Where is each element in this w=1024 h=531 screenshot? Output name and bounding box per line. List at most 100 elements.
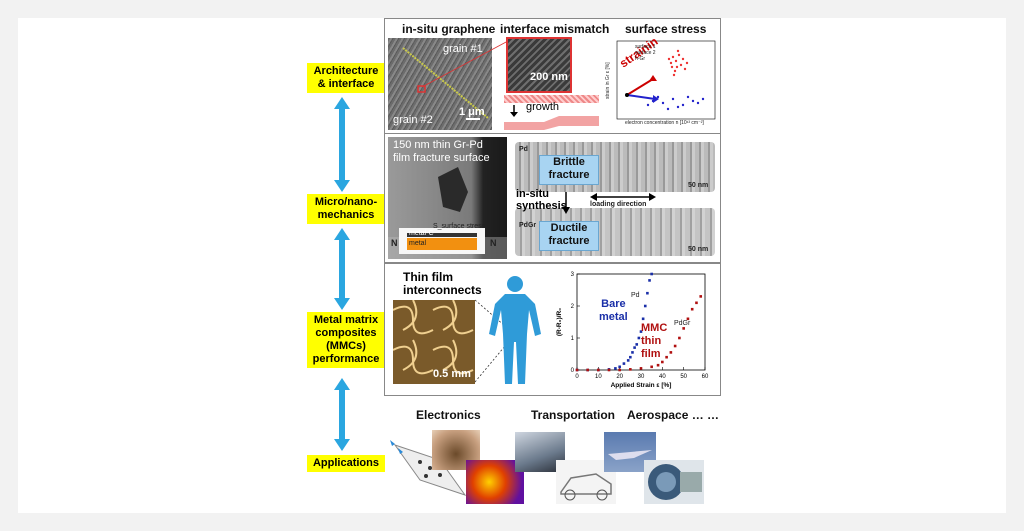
metal-label: metal [409, 240, 427, 247]
jet-engine-image [644, 460, 704, 504]
pdgr-label: PdGr [519, 222, 537, 229]
growth-diagram-bottom [504, 116, 599, 130]
x-axis-label: Applied Strain ε [%] [611, 382, 672, 389]
x-tick-label: 60 [702, 374, 709, 380]
scale-200nm: 200 nm [530, 71, 568, 83]
data-point-pdgr [686, 317, 690, 321]
data-point-pd [641, 317, 645, 321]
synthesis-arrow-icon [562, 192, 570, 214]
graphene-sem-image [388, 38, 492, 130]
mmc-film-label: MMC thin film [641, 322, 668, 360]
title-interface-mismatch: interface mismatch [500, 22, 610, 36]
scale-05mm: 0.5 mm [433, 368, 471, 380]
data-point-pd [635, 343, 639, 346]
y-tick-label: 1 [571, 336, 575, 342]
pdgr-series-label: PdGr [674, 320, 691, 327]
data-point-pdgr [699, 295, 703, 298]
x-tick-label: 50 [680, 374, 687, 380]
x-tick-label: 40 [659, 374, 666, 380]
surface-stress-label: S_surface stress [433, 223, 486, 230]
flexible-electronics-image [390, 440, 470, 498]
double-arrow-1 [334, 97, 350, 192]
data-point-pd [646, 291, 649, 295]
stress-ylabel: strain in Gr ε [%] [605, 62, 611, 99]
data-point-pdgr [597, 368, 600, 372]
transportation-label: Transportation [531, 408, 616, 422]
data-point-pdgr [695, 301, 698, 305]
data-point-pd [626, 359, 630, 362]
n-left-label: N [391, 238, 398, 248]
electronics-label: Electronics [416, 408, 481, 422]
label-mmc: Metal matrix composites (MMCs) performan… [307, 312, 385, 368]
loading-direction-arrow-icon [590, 193, 656, 201]
data-point-pdgr [575, 368, 579, 372]
double-arrow-2 [334, 228, 350, 310]
label-applications: Applications [307, 455, 385, 472]
grain1-label: grain #1 [443, 43, 483, 55]
zoom-lines [421, 40, 509, 88]
stress-xlabel: electron concentration n [10¹³ cm⁻²] [625, 120, 704, 126]
double-arrow-3 [334, 378, 350, 451]
data-point-pdgr [656, 363, 660, 367]
plot-frame [576, 273, 706, 371]
panel-micromechanics: 150 nm thin Gr-Pd film fracture surface … [384, 133, 721, 263]
scale-50nm-2: 50 nm [688, 246, 709, 253]
data-point-pdgr [607, 368, 611, 372]
data-point-pdgr [678, 336, 681, 340]
metal-layer [407, 238, 477, 250]
scale-50nm-1: 50 nm [688, 182, 709, 189]
x-tick-label: 30 [638, 374, 645, 380]
data-point-pd [629, 355, 632, 359]
data-point-pd [650, 272, 653, 276]
growth-diagram-top [504, 95, 599, 103]
label-architecture: Architecture & interface [307, 63, 385, 93]
thermal-chip-image [466, 460, 524, 504]
data-point-pd [614, 367, 617, 370]
data-point-pdgr [629, 368, 632, 371]
surface-stress-plot [616, 40, 716, 120]
metal-c-layer [407, 233, 477, 237]
data-point-pdgr [586, 368, 589, 372]
interface-zoom-image [506, 37, 572, 93]
insitu-synthesis-label: in-situ synthesis [516, 188, 567, 212]
interconnect-pattern-image [393, 300, 475, 384]
metal-c-label: metal-C [409, 230, 434, 237]
label-micro-nano: Micro/nano- mechanics [307, 194, 385, 224]
data-point-pdgr [669, 351, 673, 354]
x-tick-label: 20 [616, 374, 623, 380]
aerospace-label: Aerospace … … [627, 408, 720, 422]
data-point-pdgr [650, 365, 653, 369]
grain2-label: grain #2 [393, 114, 433, 126]
data-point-pdgr [690, 307, 694, 311]
y-tick-label: 0 [571, 368, 575, 374]
data-point-pdgr [682, 327, 685, 330]
growth-arrow-icon [510, 105, 518, 117]
x-tick-label: 0 [575, 374, 579, 380]
zoom-dashed-lines [475, 299, 506, 383]
fracture-title: 150 nm thin Gr-Pd film fracture surface [393, 139, 490, 164]
brittle-fracture-box: Brittle fracture [539, 155, 599, 185]
data-point-pd [639, 330, 643, 333]
scale-1um: 1 μm [459, 106, 485, 118]
y-axis-label: (R-R₀)/R₀ [556, 308, 563, 336]
thin-film-label: Thin film interconnects [403, 270, 482, 297]
data-point-pdgr [665, 355, 668, 359]
data-point-pd [618, 365, 621, 369]
pd-series-label: Pd [631, 292, 640, 299]
data-point-pd [622, 362, 626, 365]
legend-1: surface 1 [635, 44, 656, 50]
x-tick-label: 10 [595, 374, 602, 380]
data-point-pd [637, 336, 641, 340]
loading-direction-label: loading direction [590, 201, 647, 208]
title-insitu-graphene: in-situ graphene [402, 22, 496, 36]
data-point-pdgr [673, 344, 677, 348]
y-tick-label: 3 [571, 272, 575, 278]
title-surface-stress: surface stress [625, 22, 707, 36]
data-point-pdgr [618, 368, 621, 372]
pd-label: Pd [519, 146, 528, 153]
bare-metal-label: Bare metal [599, 298, 628, 323]
data-point-pd [631, 351, 634, 354]
car-frame-image [556, 460, 616, 504]
